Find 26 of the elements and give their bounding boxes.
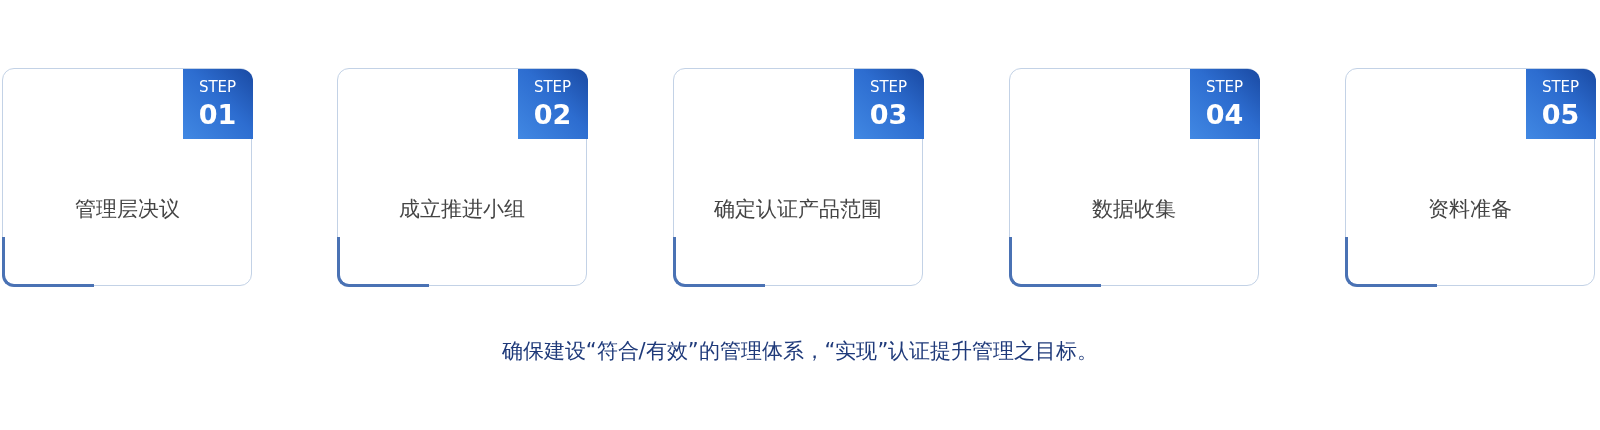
caption-text: 确保建设“符合/有效”的管理体系，“实现”认证提升管理之目标。 bbox=[500, 338, 1100, 365]
step-badge bbox=[1525, 69, 1596, 139]
step-title: 资料准备 bbox=[1427, 196, 1513, 223]
step-number: 01 bbox=[197, 99, 238, 131]
step-label: STEP bbox=[1204, 78, 1245, 96]
step-number: 02 bbox=[532, 99, 573, 131]
step-number: 05 bbox=[1540, 99, 1581, 131]
step-label: STEP bbox=[1540, 78, 1581, 96]
step-card bbox=[1345, 68, 1595, 286]
step-label: STEP bbox=[868, 78, 909, 96]
step-number: 03 bbox=[868, 99, 909, 131]
step-title: 确定认证产品范围 bbox=[713, 196, 883, 223]
step-badge bbox=[517, 69, 588, 139]
step-card bbox=[2, 68, 252, 286]
step-title: 成立推进小组 bbox=[398, 196, 526, 223]
step-label: STEP bbox=[197, 78, 238, 96]
step-card bbox=[673, 68, 923, 286]
step-label: STEP bbox=[532, 78, 573, 96]
step-badge bbox=[1189, 69, 1260, 139]
step-card bbox=[1009, 68, 1259, 286]
step-badge bbox=[853, 69, 924, 139]
step-badge bbox=[182, 69, 253, 139]
step-title: 管理层决议 bbox=[73, 196, 181, 223]
step-title: 数据收集 bbox=[1091, 196, 1177, 223]
step-card bbox=[337, 68, 587, 286]
step-number: 04 bbox=[1204, 99, 1245, 131]
